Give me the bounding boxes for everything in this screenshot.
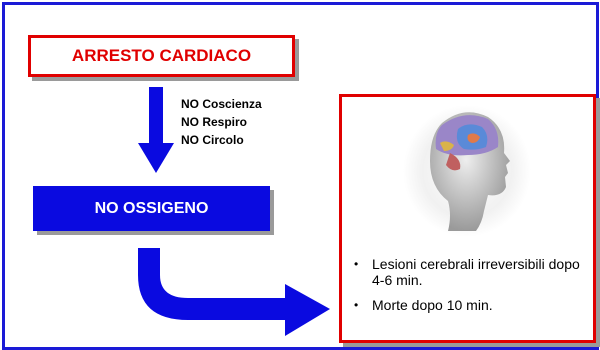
arresto-cardiaco-box: ARRESTO CARDIACO [28, 35, 295, 77]
no-coscienza-text: NO Coscienza [181, 97, 262, 111]
consequences-list: • Lesioni cerebrali irreversibili dopo 4… [352, 256, 587, 322]
list-item: • Morte dopo 10 min. [352, 297, 587, 313]
consequences-panel: • Lesioni cerebrali irreversibili dopo 4… [339, 94, 596, 343]
bullet-icon: • [354, 257, 359, 271]
brain-head-icon [403, 105, 531, 237]
no-circolo-text: NO Circolo [181, 133, 244, 147]
arresto-cardiaco-label: ARRESTO CARDIACO [71, 46, 252, 65]
no-ossigeno-box: NO OSSIGENO [33, 186, 270, 231]
morte-text: Morte dopo 10 min. [372, 297, 493, 313]
curved-arrow-icon [138, 248, 330, 336]
list-item: • Lesioni cerebrali irreversibili dopo 4… [352, 256, 587, 288]
no-signs-list: NO Coscienza NO Respiro NO Circolo [181, 95, 262, 149]
bullet-icon: • [354, 298, 359, 312]
lesioni-text: Lesioni cerebrali irreversibili dopo 4-6… [372, 256, 580, 288]
no-respiro-text: NO Respiro [181, 115, 248, 129]
arrow-down-icon [138, 87, 174, 173]
no-ossigeno-label: NO OSSIGENO [94, 199, 209, 217]
